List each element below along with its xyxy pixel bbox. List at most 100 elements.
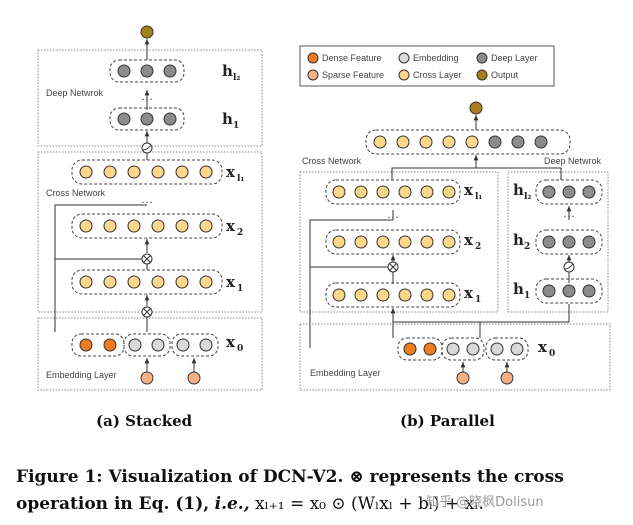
parallel-embedding-layer-box	[299, 323, 611, 391]
deep-node	[117, 112, 131, 126]
legend-cross-layer: Cross Layer	[413, 70, 462, 80]
sparse-node	[140, 371, 154, 385]
stacked-panel: Deep Netwrok Cross Network Embedding Lay…	[37, 25, 263, 391]
parallel-cross-nodes-xl1	[332, 185, 456, 199]
parallel-label-h-l2-sub: l₂	[524, 192, 531, 202]
legend-cross-swatch	[398, 69, 410, 81]
label-x-1-sub: 1	[237, 284, 243, 294]
parallel-cross-layer-xl1	[325, 179, 461, 205]
watermark: 知乎 @晓枫Dolisun	[426, 495, 544, 510]
deep-node	[117, 64, 131, 78]
parallel-panel: Dense Feature Sparse Feature Embedding C…	[299, 45, 611, 391]
parallel-deep-nodes-h2	[542, 235, 596, 249]
figure-caption: Figure 1: Visualization of DCN-V2. ⊗ rep…	[16, 464, 626, 518]
activation-symbol	[141, 142, 153, 154]
legend-output-swatch	[476, 69, 488, 81]
combined-layer	[365, 129, 571, 155]
cross-network-label: Cross Network	[46, 188, 106, 198]
parallel-label-h-1-sub: 1	[524, 291, 530, 301]
parallel-cross-operator-symbol	[387, 261, 399, 273]
parallel-cross-network-box	[299, 171, 499, 313]
parallel-label-x-1: x	[464, 284, 474, 302]
deep-layer-h1	[109, 107, 185, 131]
parallel-cross-layer-x1	[325, 282, 461, 308]
deep-node	[163, 112, 177, 126]
cross-nodes-xl1	[79, 165, 213, 179]
embedding-node	[199, 338, 213, 352]
cross-nodes-x2	[79, 219, 213, 233]
parallel-deep-layer-h2	[535, 229, 603, 255]
embedding-layer-box	[37, 317, 263, 391]
embedding-node	[176, 338, 190, 352]
cross-operator-symbol	[141, 253, 153, 265]
svg-text:…: …	[141, 89, 153, 103]
dense-node	[423, 342, 437, 356]
parallel-label-h-2-sub: 2	[524, 242, 530, 252]
embedding-node	[151, 338, 165, 352]
caption-bold: Figure 1: Visualization of DCN-V2. ⊗ rep…	[16, 467, 564, 514]
label-x-l1: x	[226, 163, 236, 181]
label-h-l2-sub: l₂	[233, 73, 240, 83]
embedding-node	[490, 342, 504, 356]
cross-layer-xl1	[71, 159, 223, 185]
deep-layer-hl2	[109, 59, 185, 83]
legend-deep-swatch	[476, 52, 488, 64]
label-x-2-sub: 2	[237, 228, 243, 238]
parallel-cross-layer-x2	[325, 229, 461, 255]
parallel-deep-layer-h1	[535, 278, 603, 304]
deep-node	[140, 112, 154, 126]
label-h-1-sub: 1	[233, 121, 239, 131]
parallel-label-x-2: x	[464, 231, 474, 249]
legend-dense-feature: Dense Feature	[322, 53, 382, 63]
sparse-node	[456, 371, 470, 385]
label-x-2: x	[226, 217, 236, 235]
parallel-label-h-l2: h	[513, 181, 524, 199]
legend-embedding-swatch	[398, 52, 410, 64]
dense-node	[79, 338, 93, 352]
parallel-subcaption: (b) Parallel	[400, 412, 495, 430]
legend-embedding: Embedding	[413, 53, 459, 63]
deep-node	[140, 64, 154, 78]
parallel-deep-layer-hl2	[535, 179, 603, 205]
parallel-deep-network-label: Deep Netwrok	[544, 156, 602, 166]
embedding-layer-label: Embedding Layer	[46, 370, 117, 380]
label-x-0-sub: 0	[237, 344, 243, 354]
cross-layer-x1	[71, 269, 223, 295]
deep-network-label: Deep Netwrok	[46, 88, 104, 98]
caption-ie: i.e.,	[214, 494, 250, 514]
parallel-embedding-layer-label: Embedding Layer	[310, 368, 381, 378]
dense-node	[403, 342, 417, 356]
parallel-label-h-2: h	[513, 231, 524, 249]
legend-output: Output	[491, 70, 519, 80]
label-h-1: h	[222, 110, 233, 128]
svg-text:…: …	[141, 192, 153, 206]
combined-cross-nodes	[373, 135, 479, 149]
dense-node	[103, 338, 117, 352]
parallel-cross-network-label: Cross Network	[302, 156, 362, 166]
stacked-subcaption: (a) Stacked	[96, 412, 193, 430]
cross-layer-x2	[71, 213, 223, 239]
caption-formula: xₗ₊₁ = x₀ ⊙ (Wₗxₗ + bₗ) + xₗ.	[255, 494, 484, 514]
parallel-label-h-1: h	[513, 280, 524, 298]
parallel-label-x-l1: x	[464, 181, 474, 199]
embedding-node	[128, 338, 142, 352]
legend-sparse-feature: Sparse Feature	[322, 70, 384, 80]
label-x-0: x	[226, 333, 236, 351]
parallel-label-x-l1-sub: l₁	[475, 192, 482, 202]
embedding-node	[510, 342, 524, 356]
legend-deep-layer: Deep Layer	[491, 53, 538, 63]
parallel-deep-nodes-h1	[542, 284, 596, 298]
embedding-node	[446, 342, 460, 356]
label-x-l1-sub: l₁	[237, 174, 244, 184]
output-node	[469, 101, 483, 115]
parallel-label-x-0: x	[538, 338, 548, 356]
parallel-activation-symbol	[563, 261, 575, 273]
embedding-group-dense	[71, 333, 125, 357]
label-h-l2: h	[222, 62, 233, 80]
parallel-label-x-0-sub: 0	[549, 349, 555, 359]
embedding-node	[466, 342, 480, 356]
legend-sparse-swatch	[307, 69, 319, 81]
parallel-label-x-1-sub: 1	[475, 295, 481, 305]
